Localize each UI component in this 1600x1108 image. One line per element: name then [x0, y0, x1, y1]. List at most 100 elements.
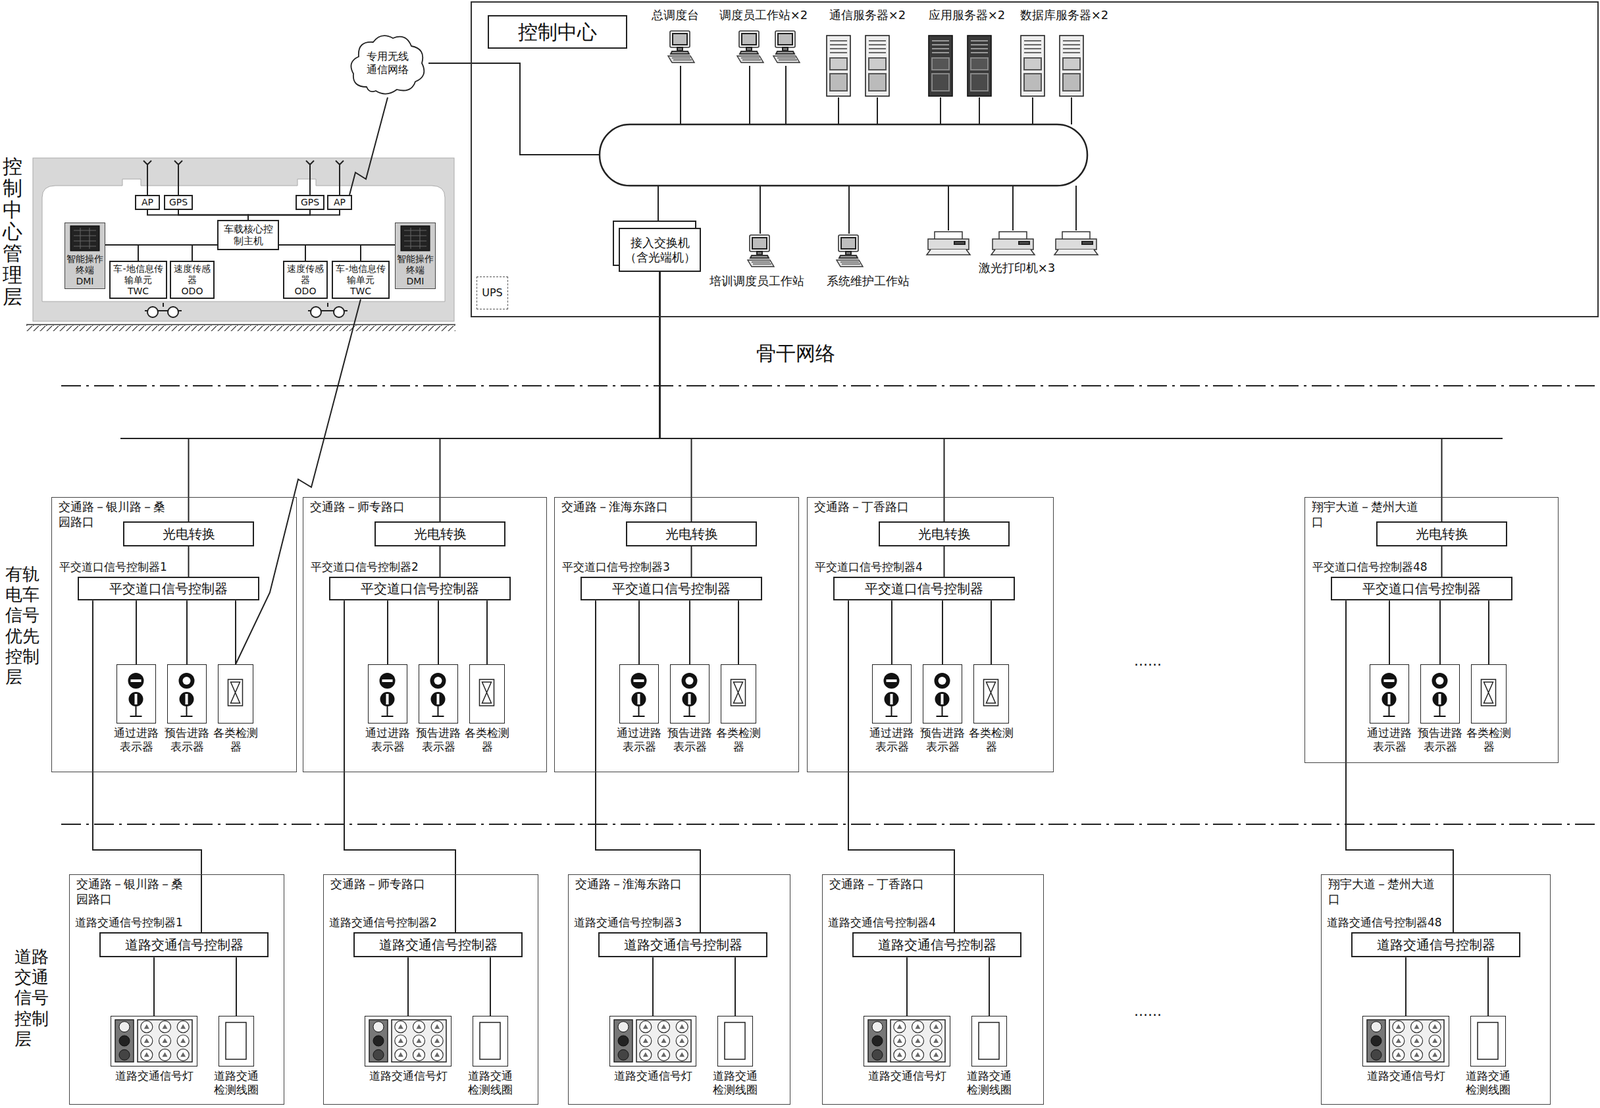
server-icon: [1020, 35, 1045, 97]
light-icon: [1363, 1016, 1448, 1065]
connector: [941, 600, 944, 665]
light-part: [373, 1049, 384, 1060]
light-part: [391, 1019, 447, 1062]
dmi-terminal: 智能操作终端DMI: [64, 222, 106, 289]
box-text: 车载核心控制主机: [220, 223, 276, 247]
antenna-box: AP: [327, 194, 353, 210]
light-part: [636, 1019, 692, 1062]
connector: [248, 209, 340, 220]
warn-part: [682, 691, 697, 707]
traffic-controller: 道路交通信号控制器48道路交通信号控制器: [1326, 915, 1525, 957]
light-part: [177, 1034, 189, 1047]
pass-part: [885, 706, 898, 717]
traffic-controller: 道路交通信号控制器1道路交通信号控制器: [75, 915, 273, 957]
det-part: [983, 679, 999, 706]
device-frame: [469, 664, 505, 724]
light-part: [933, 1051, 939, 1057]
light-part: [929, 1048, 942, 1061]
warn-icon: [167, 664, 206, 723]
det-part: [731, 679, 746, 706]
light-part: [144, 1024, 150, 1029]
intersection-title: 交通路－丁香路口: [814, 499, 930, 515]
pass-icon: [872, 664, 911, 723]
device-frame: [1362, 1015, 1450, 1067]
detector: 各类检测器: [967, 664, 1015, 755]
workstation-icon: [773, 30, 800, 63]
coil-icon: [972, 1016, 1006, 1065]
light-part: [177, 1048, 189, 1061]
det-icon: [1471, 664, 1506, 723]
converter-box: 光电转换: [123, 521, 255, 547]
server-icon: [826, 35, 851, 97]
crossing-controller: 平交道口信号控制器4平交道口信号控制器: [814, 560, 1015, 601]
light-part: [394, 1020, 407, 1033]
dispatch-desk-icon: [668, 30, 695, 63]
detection-loop: 道路交通检测线圈: [1464, 1015, 1512, 1098]
controller-text: 平交道口信号控制器: [864, 580, 984, 597]
detector: 各类检测器: [714, 664, 763, 755]
coil-part: [225, 1022, 247, 1059]
caption-label: 培训调度员工作站: [709, 273, 805, 289]
preannounce-indicator: 预告进路表示器: [414, 664, 463, 755]
printer-icon: [1054, 231, 1098, 255]
pass-part: [633, 706, 646, 717]
light-part: [137, 1019, 193, 1062]
intersection-title: 交通路－银川路－桑园路口: [76, 876, 193, 907]
controller-text: 平交道口信号控制器: [360, 580, 480, 597]
light-part: [1432, 1037, 1438, 1043]
traffic-controller: 道路交通信号控制器4道路交通信号控制器: [827, 915, 1026, 957]
warn-icon: [670, 664, 709, 723]
connector: [943, 546, 946, 577]
traffic-light: 道路交通信号灯: [364, 1015, 452, 1083]
light-part: [180, 1037, 186, 1043]
pass-part: [631, 691, 647, 707]
coil-part: [1477, 1022, 1498, 1059]
device-caption: 预告进路表示器: [918, 725, 967, 755]
connector: [439, 546, 441, 577]
pass-icon: [619, 664, 658, 723]
connector: [153, 956, 155, 1016]
traffic-controller: 道路交通信号控制器2道路交通信号控制器: [329, 915, 527, 957]
light-part: [658, 1034, 671, 1047]
server-icon: [865, 35, 890, 97]
light-part: [162, 1051, 168, 1057]
pass-part: [1382, 691, 1397, 707]
route-indicator: 通过进路表示器: [1365, 664, 1414, 755]
controller-text: 平交道口信号控制器: [612, 580, 731, 597]
light-part: [119, 1035, 130, 1046]
light-part: [373, 1035, 384, 1046]
device-caption: 道路交通检测线圈: [965, 1068, 1013, 1098]
light-part: [416, 1037, 422, 1043]
route-indicator: 通过进路表示器: [615, 664, 663, 755]
light-part: [618, 1035, 629, 1046]
controller-heading: 平交道口信号控制器1: [59, 560, 260, 574]
ups-box: UPS: [476, 276, 509, 310]
pass-part: [1383, 706, 1396, 717]
pass-part: [379, 672, 396, 689]
pass-part: [1384, 679, 1395, 682]
warn-part: [180, 706, 193, 717]
detection-loop: 道路交通检测线圈: [711, 1015, 759, 1098]
device-frame: [717, 1015, 753, 1067]
converter-box: 光电转换: [374, 521, 506, 547]
controller-heading: 道路交通信号控制器3: [573, 915, 772, 930]
warn-part: [434, 676, 443, 685]
connector: [235, 956, 237, 1016]
wheel: [333, 306, 345, 318]
device-caption: 各类检测器: [211, 725, 260, 755]
warn-part: [683, 706, 696, 717]
device-frame: [1420, 664, 1460, 724]
det-icon: [974, 664, 1008, 723]
box-text: 光电转换: [918, 525, 971, 542]
light-part: [1414, 1024, 1420, 1029]
light-part: [929, 1020, 942, 1033]
converter-box: 光电转换: [1376, 521, 1508, 547]
light-part: [893, 1020, 906, 1033]
warn-part: [685, 676, 694, 685]
box-text: TWC: [127, 285, 149, 297]
caption-label: 系统维护工作站: [826, 273, 910, 289]
light-part: [912, 1034, 925, 1047]
dmi-text: DMI: [66, 275, 104, 287]
connector: [234, 600, 237, 665]
connector: [906, 956, 908, 1016]
